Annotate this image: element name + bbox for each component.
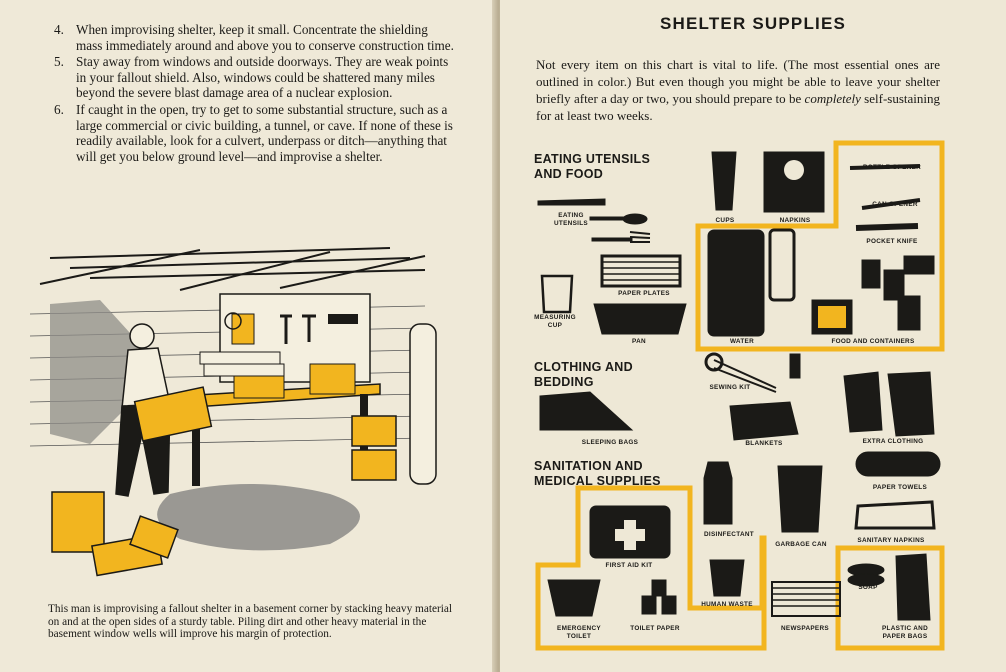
basement-shelter-illustration (30, 247, 437, 577)
intro-text-end: self-sustaining for at least two weeks. (536, 91, 940, 123)
label-pan: PAN (632, 338, 646, 345)
section-sanitation: SANITATION AND MEDICAL SUPPLIES (534, 459, 661, 488)
tip-text: Stay away from windows and outside doorw… (76, 54, 449, 101)
label-napkins: NAPKINS (779, 217, 811, 224)
label-emergency-toilet: EMERGENCY TOILET (557, 625, 601, 640)
label-human-waste: HUMAN WASTE (701, 601, 753, 608)
left-page: 4. When improvising shelter, keep it smal… (0, 0, 496, 672)
label-paper-towels: PAPER TOWELS (872, 484, 928, 491)
label-sleeping-bags: SLEEPING BAGS (581, 439, 639, 446)
tip-number: 5. (54, 54, 64, 70)
tip-item-4: 4. When improvising shelter, keep it smal… (54, 22, 454, 53)
label-food-containers: FOOD AND CONTAINERS (831, 338, 915, 345)
tip-item-5: 5. Stay away from windows and outside doo… (54, 54, 454, 101)
label-can-opener: CAN OPENER (872, 201, 918, 208)
label-measuring-cup: MEASURING CUP (534, 314, 576, 329)
label-pocket-knife: POCKET KNIFE (866, 238, 918, 245)
intro-text-start: Not every item on this chart is vital to… (536, 57, 940, 106)
label-paper-plates: PAPER PLATES (618, 290, 670, 297)
label-sewing-kit: SEWING KIT (709, 384, 751, 391)
tip-text: If caught in the open, try to get to som… (76, 101, 453, 164)
tip-item-6: 6. If caught in the open, try to get to s… (54, 102, 454, 164)
label-newspapers: NEWSPAPERS (781, 625, 829, 632)
label-blankets: BLANKETS (745, 440, 783, 447)
label-sanitary-napkins: SANITARY NAPKINS (857, 537, 925, 544)
section-clothing-bedding: CLOTHING AND BEDDING (534, 360, 633, 389)
supplies-chart-art (535, 140, 945, 651)
tip-number: 4. (54, 22, 64, 37)
right-page: SHELTER SUPPLIES Not every item on this … (500, 0, 1006, 672)
tip-text: When improvising shelter, keep it small.… (76, 22, 454, 53)
label-extra-clothing: EXTRA CLOTHING (862, 438, 924, 445)
illustration-caption: This man is improvising a fallout shelte… (48, 603, 453, 641)
intro-paragraph: Not every item on this chart is vital to… (536, 56, 940, 124)
label-toilet-paper: TOILET PAPER (630, 625, 680, 632)
label-water: WATER (729, 338, 755, 345)
page-title: SHELTER SUPPLIES (659, 14, 847, 33)
label-cups: CUPS (715, 217, 735, 224)
label-disinfectant: DISINFECTANT (704, 531, 754, 538)
label-garbage-can: GARBAGE CAN (775, 541, 827, 548)
section-eating-utensils: EATING UTENSILS AND FOOD (534, 152, 651, 181)
label-first-aid-kit: FIRST AID KIT (605, 562, 653, 569)
tip-number: 6. (54, 101, 64, 117)
label-eating-utensils: EATING UTENSILS (553, 212, 588, 227)
label-bottle-opener: BOTTLE OPENER (862, 164, 922, 171)
label-soap: SOAP (858, 584, 878, 591)
shelter-tips-list: 4. When improvising shelter, keep it smal… (54, 22, 454, 165)
intro-emphasis: completely (804, 91, 861, 106)
label-plastic-bags: PLASTIC AND PAPER BAGS (881, 625, 929, 640)
